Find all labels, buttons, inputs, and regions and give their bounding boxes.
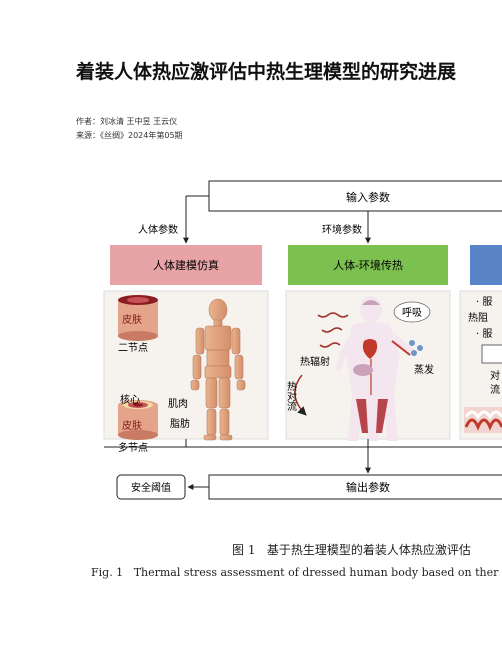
panel1-header — [110, 245, 262, 285]
panel1-header-label: 人体建模仿真 — [153, 258, 219, 272]
figure-1: 输入参数 人体参数 环境参数 人体建模仿真 人体-环境传热 皮肤 二节点 — [0, 165, 502, 590]
convection-label: 热对流 — [285, 380, 297, 412]
panel3-convect: 对 — [490, 369, 500, 382]
panel3-box — [481, 344, 502, 364]
segmented-body-model — [190, 298, 246, 441]
convection-label-group: 热对流 — [285, 380, 297, 412]
panel3-flow: 流 — [490, 383, 500, 396]
core-label: 核心 — [120, 393, 140, 406]
safety-threshold-box — [116, 474, 186, 500]
multi-node-cylinder — [118, 400, 158, 440]
author-label: 作者： — [76, 117, 100, 126]
heat-radiation-arrows — [317, 312, 349, 348]
human-params-label: 人体参数 — [138, 223, 178, 236]
caption-en-label: Fig. 1 — [91, 566, 124, 579]
radiation-label: 热辐射 — [300, 355, 330, 368]
breath-label: 呼吸 — [402, 307, 422, 319]
panel3-header — [470, 245, 502, 285]
author-line: 作者：刘冰清 王中昱 王云仪 — [76, 117, 177, 127]
breath-bubble — [393, 301, 431, 323]
caption-cn-label: 图 1 — [232, 543, 256, 557]
figure-diagram: 输入参数 人体参数 环境参数 人体建模仿真 人体-环境传热 皮肤 二节点 — [103, 180, 502, 500]
source-line: 来源：《丝绸》2024年第05期 — [76, 131, 183, 141]
source-label: 来源： — [76, 131, 100, 140]
output-params-box — [208, 474, 502, 500]
output-params-label: 输出参数 — [346, 480, 390, 494]
article-title: 着装人体热应激评估中热生理模型的研究进展 — [76, 61, 457, 83]
author-names: 刘冰清 王中昱 王云仪 — [100, 117, 178, 126]
muscle-label: 肌肉 — [168, 397, 188, 410]
panel2-header-label: 人体-环境传热 — [333, 258, 403, 272]
caption-en-text: Thermal stress assessment of dressed hum… — [133, 566, 499, 579]
caption-en: Fig. 1 Thermal stress assessment of dres… — [91, 566, 498, 579]
two-node-cylinder — [118, 295, 158, 341]
panel3-bullet2: · 服 — [476, 328, 492, 340]
convection-arrow — [294, 374, 307, 416]
skin-bottom-label: 皮肤 — [122, 419, 142, 432]
human-anatomy-figure — [336, 296, 417, 441]
input-params-label: 输入参数 — [346, 190, 390, 204]
caption-cn: 图 1 基于热生理模型的着装人体热应激评估 — [232, 541, 471, 558]
env-params-label: 环境参数 — [322, 223, 362, 236]
caption-cn-text: 基于热生理模型的着装人体热应激评估 — [266, 543, 471, 557]
safety-threshold-label: 安全阈值 — [131, 481, 171, 494]
evaporation-label: 蒸发 — [414, 363, 434, 376]
source-journal: 《丝绸》2024年第05期 — [100, 131, 183, 140]
evaporation-droplets — [409, 340, 423, 356]
two-node-label: 二节点 — [118, 342, 148, 354]
panel3-bullet1: · 服 — [476, 296, 492, 308]
panel3-heat-resist: 热阻 — [468, 311, 488, 324]
skin-top-label: 皮肤 — [122, 313, 142, 326]
fat-label: 脂肪 — [170, 417, 190, 430]
panel2-header — [288, 245, 448, 285]
fabric-image — [464, 407, 502, 433]
